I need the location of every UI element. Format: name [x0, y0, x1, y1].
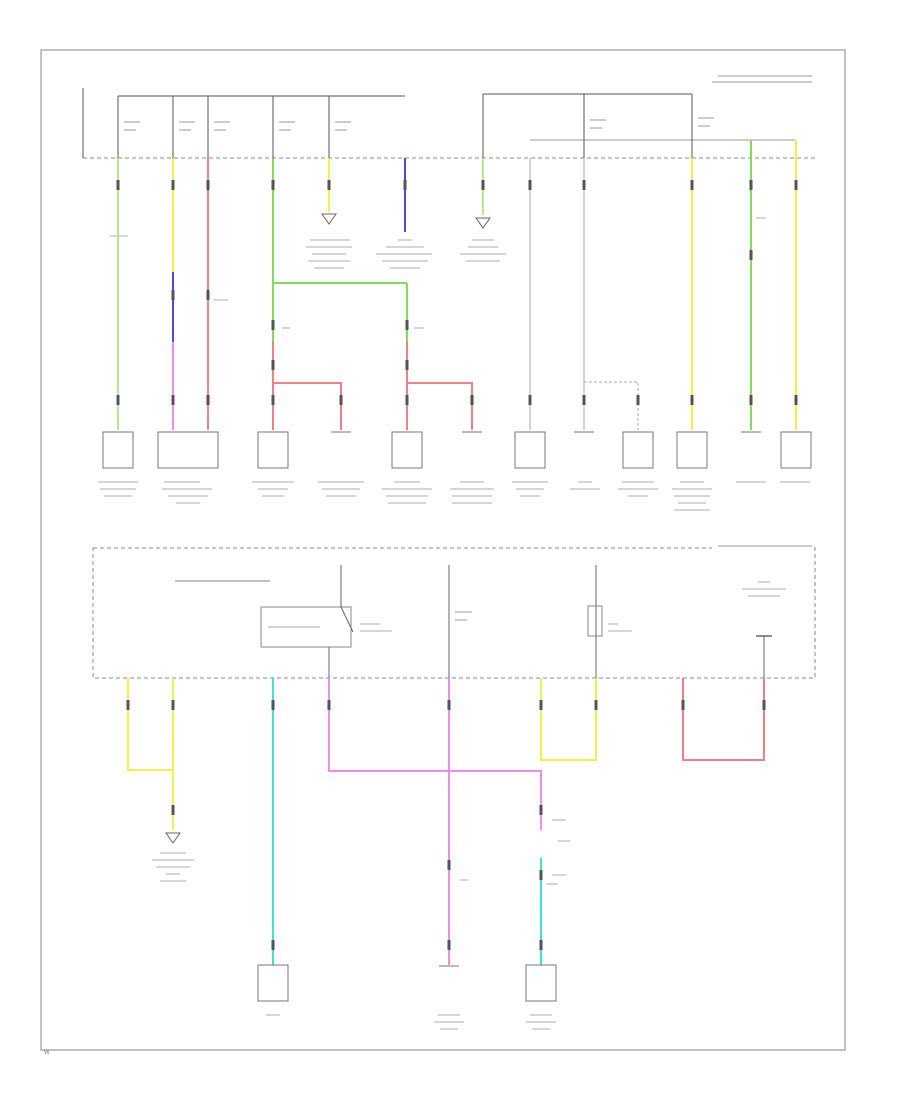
wire-b8	[682, 678, 765, 761]
component-box-10	[622, 431, 654, 469]
fuse-3	[207, 96, 230, 158]
top-wires	[117, 140, 797, 430]
bottom-components	[257, 964, 557, 1002]
wire-b1	[127, 678, 173, 771]
top-box-title	[712, 72, 812, 86]
footer-label: W	[44, 1050, 50, 1056]
bottom-diode-box	[587, 605, 603, 637]
wire-4-red-left-branch	[273, 382, 342, 430]
component-box-13	[780, 431, 812, 469]
bottom-ground-symbol	[165, 832, 181, 844]
fuse-7	[691, 94, 714, 158]
top-connector-marks	[116, 180, 798, 405]
component-box-5	[391, 431, 423, 469]
bottom-box-outline	[92, 547, 816, 679]
fuse-6	[583, 94, 606, 158]
relay-switch-arm	[340, 606, 354, 633]
ground-symbol-1	[321, 213, 337, 225]
top-components	[102, 431, 812, 469]
fuse-1	[117, 96, 140, 158]
bottom-component-captions	[266, 1014, 556, 1030]
bottom-relay-box	[92, 540, 816, 679]
page-frame	[40, 49, 846, 1051]
bottom-ground-caption	[152, 852, 194, 882]
component-box-1	[102, 431, 134, 469]
ground-symbol-2	[475, 217, 491, 229]
component-box-8	[514, 431, 546, 469]
top-component-captions	[98, 481, 810, 511]
wire-b7	[540, 678, 597, 761]
top-captions	[110, 217, 766, 329]
component-box-b3	[525, 964, 557, 1002]
wire-9-branch	[584, 381, 639, 430]
fuse-2	[172, 96, 195, 158]
component-box-b1	[257, 964, 289, 1002]
wire-b4	[328, 678, 542, 830]
bottom-connector-marks	[126, 700, 766, 950]
component-box-2	[157, 431, 219, 469]
bottom-wires	[127, 678, 765, 965]
top-fuse-box	[82, 72, 815, 159]
fuse-5	[328, 96, 351, 158]
wire-4-red-right-branch	[407, 382, 473, 430]
component-box-11	[676, 431, 708, 469]
top-ground-symbols	[321, 213, 491, 229]
component-box-3	[257, 431, 289, 469]
fuse-4	[272, 96, 295, 158]
splice-labels	[460, 819, 570, 885]
